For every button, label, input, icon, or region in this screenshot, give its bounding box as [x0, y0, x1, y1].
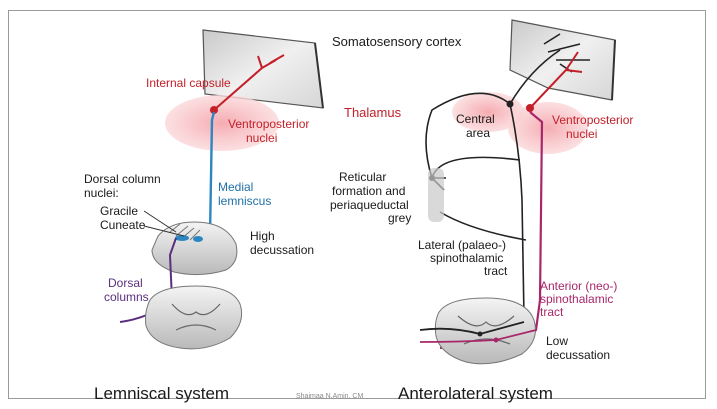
lateral-tract-label-line1: Lateral (palaeo-) — [418, 238, 506, 252]
central-area-soma — [507, 101, 514, 108]
central-area-label-line1: Central — [456, 112, 495, 126]
medial-lemniscus-label-line2: lemniscus — [218, 194, 271, 208]
left-spinal-cord-section — [146, 286, 242, 349]
dorsal-column-nuclei-label-line2: nuclei: — [84, 186, 119, 200]
cuneate-label: Cuneate — [100, 218, 146, 232]
medial-lemniscus-label-line1: Medial — [218, 180, 253, 194]
lemniscal-system-title: Lemniscal system — [94, 384, 229, 403]
left-medulla-section — [152, 222, 237, 275]
reticular-label-line2: formation and — [332, 184, 405, 198]
dorsal-columns-label-line2: columns — [104, 290, 149, 304]
somatosensory-cortex-label: Somatosensory cortex — [332, 34, 462, 49]
reticular-label-line1: Reticular — [339, 170, 386, 184]
high-decussation-label-line1: High — [250, 229, 275, 243]
watermark-credit: Shaimaa N.Amin, CM — [296, 393, 363, 400]
low-decussation-label-line1: Low — [546, 334, 568, 348]
reticular-label-line4: grey — [388, 211, 411, 225]
right-spinal-cord-section — [435, 298, 535, 364]
ventroposterior-left-label-line2: nuclei — [246, 131, 277, 145]
reticular-formation-region — [428, 168, 444, 222]
thalamus-label: Thalamus — [344, 105, 402, 120]
ventroposterior-left-label-line1: Ventroposterior — [228, 117, 309, 131]
lateral-tract-label-line3: tract — [484, 264, 508, 278]
reticular-label-line3: periaqueductal — [330, 198, 409, 212]
anterior-tract-label-line3: tract — [540, 305, 564, 319]
low-decussation-label-line2: decussation — [546, 348, 610, 362]
lateral-tract-label-line2: spinothalamic — [430, 251, 503, 265]
anterior-tract-label-line2: spinothalamic — [540, 292, 613, 306]
dorsal-column-nuclei-label-line1: Dorsal column — [84, 172, 161, 186]
anterior-tract-label-line1: Anterior (neo-) — [540, 279, 617, 293]
internal-capsule-label: Internal capsule — [146, 76, 231, 90]
right-vpn-soma — [526, 104, 534, 112]
anterolateral-system-title: Anterolateral system — [398, 384, 553, 403]
dorsal-columns-label-line1: Dorsal — [108, 276, 143, 290]
ventroposterior-right-label-line2: nuclei — [566, 127, 597, 141]
ventroposterior-right-label-line1: Ventroposterior — [552, 113, 633, 127]
high-decussation-label-line2: decussation — [250, 243, 314, 257]
gracile-label: Gracile — [100, 204, 138, 218]
gracile-leader-line — [144, 211, 176, 232]
central-area-label-line2: area — [466, 126, 490, 140]
